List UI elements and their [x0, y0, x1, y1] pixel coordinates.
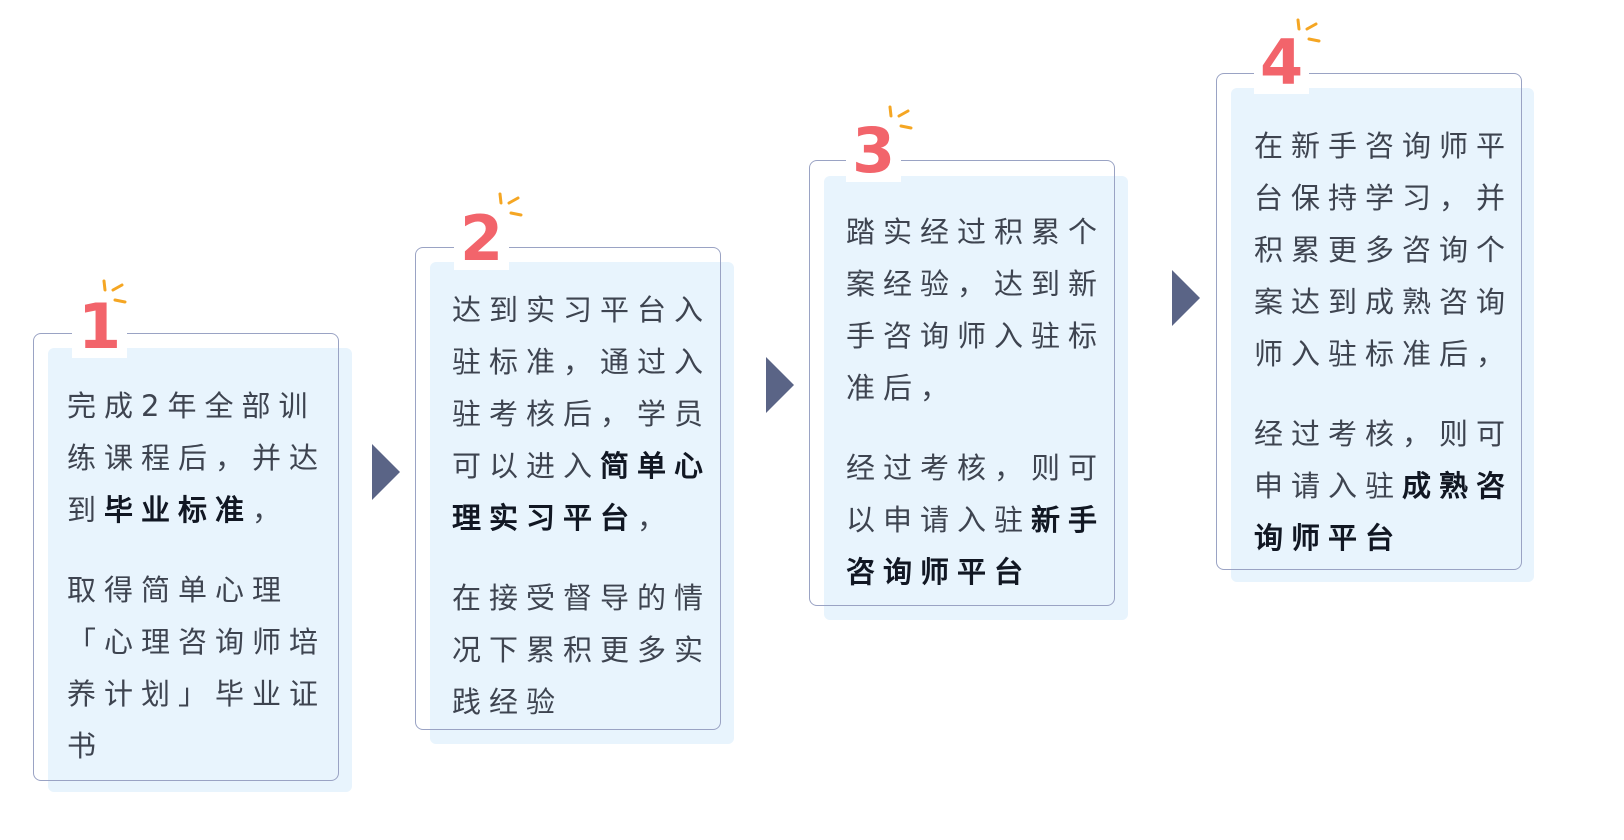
highlight-text: 简单心理实习平台 — [452, 449, 712, 535]
card-shadow — [824, 176, 1128, 620]
card-shadow — [1231, 88, 1534, 582]
step-paragraph-1: 达到实习平台入驻标准，通过入驻考核后，学员可以进入简单心理实习平台， — [452, 293, 712, 535]
step-paragraph-2: 经过考核，则可以申请入驻新手咨询师平台 — [846, 451, 1106, 589]
step-paragraph-1: 踏实经过积累个案经验，达到新手咨询师入驻标准后， — [846, 215, 1106, 405]
card-frame — [415, 247, 721, 730]
spark-icon — [1296, 18, 1321, 43]
step-description: 在新手咨询师平台保持学习，并积累更多咨询个案达到成熟咨询师入驻标准后， 经过考核… — [1254, 120, 1514, 564]
next-arrow-icon — [766, 357, 794, 413]
step-paragraph-2: 取得简单心理「心理咨询师培养计划」毕业证书 — [67, 573, 327, 763]
next-arrow-icon — [372, 444, 400, 500]
card-shadow — [48, 348, 352, 792]
highlight-text: 毕业标准 — [104, 493, 253, 527]
step-number: 1 — [72, 296, 128, 358]
spark-icon — [102, 279, 127, 304]
step-paragraph-2: 在接受督导的情况下累积更多实践经验 — [452, 581, 712, 719]
spark-icon — [498, 192, 523, 217]
card-shadow — [430, 262, 734, 744]
spark-icon — [888, 105, 913, 130]
highlight-text: 成熟咨询师平台 — [1254, 469, 1514, 555]
step-paragraph-1: 在新手咨询师平台保持学习，并积累更多咨询个案达到成熟咨询师入驻标准后， — [1254, 129, 1514, 371]
step-paragraph-2: 经过考核，则可申请入驻成熟咨询师平台 — [1254, 417, 1514, 555]
step-description: 完成2年全部训练课程后，并达到毕业标准， 取得简单心理「心理咨询师培养计划」毕业… — [67, 380, 327, 772]
card-frame — [33, 333, 339, 781]
next-arrow-icon — [1172, 270, 1200, 326]
card-frame — [1216, 73, 1522, 570]
card-frame — [809, 160, 1115, 606]
step-description: 踏实经过积累个案经验，达到新手咨询师入驻标准后， 经过考核，则可以申请入驻新手咨… — [846, 206, 1106, 598]
highlight-text: 新手咨询师平台 — [846, 503, 1106, 589]
step-paragraph-1: 完成2年全部训练课程后，并达到毕业标准， — [67, 389, 327, 527]
step-number: 2 — [454, 208, 510, 270]
step-number: 4 — [1254, 32, 1310, 94]
step-number: 3 — [846, 120, 902, 182]
step-description: 达到实习平台入驻标准，通过入驻考核后，学员可以进入简单心理实习平台， 在接受督导… — [452, 284, 712, 728]
